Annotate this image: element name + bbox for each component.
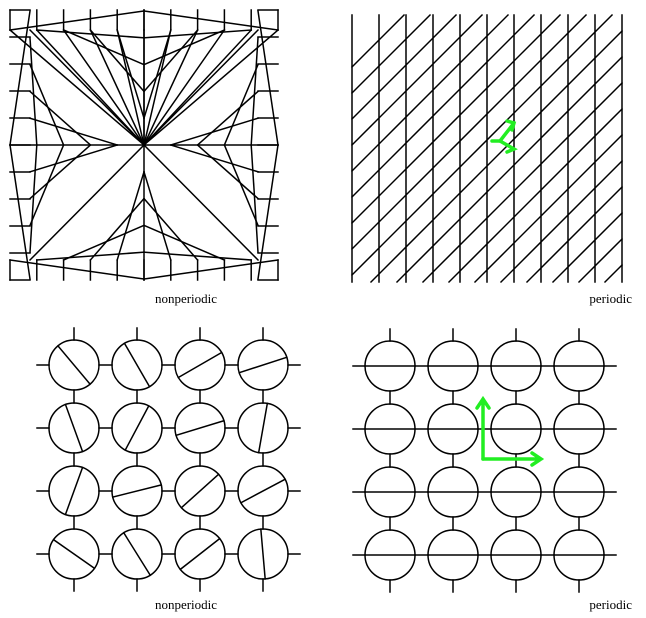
lattice-line [250,37,259,146]
orientation-line [179,537,221,571]
lattice-line [143,29,253,39]
orientation-line [56,344,92,386]
lattice-line [62,224,145,261]
orientation-line [239,478,287,504]
lattice-line [9,144,31,280]
lattice-line [35,251,145,261]
lattice-line [421,81,624,284]
lattice-line [142,197,199,262]
lattice-line [223,144,259,227]
lattice-line [350,13,562,225]
lattice-line [116,170,145,261]
lattice-line [143,170,172,261]
lattice-line [395,55,624,284]
nonperiodic-chevron-lattice [8,9,280,281]
orientation-line [124,404,150,452]
lattice-line [196,143,260,200]
orientation-line [257,402,269,454]
orientation-line [64,466,84,516]
lattice-line [143,29,172,120]
lattice-line [257,144,279,280]
lattice-line [350,13,406,69]
orientation-line [52,538,96,570]
lattice-line [257,10,279,146]
lattice-line [250,144,259,253]
lattice-line [142,28,226,147]
lattice-line [169,117,259,146]
lattice-line [29,144,38,253]
orientation-line [260,528,266,580]
lattice-line [116,29,145,120]
orientation-line [238,356,288,374]
lattice-line [350,13,614,277]
lattice-line [142,28,199,93]
lattice-line [447,107,624,284]
lattice-vector-arrow [481,451,545,467]
caption-top-right: periodic [589,291,632,306]
periodic-circle-lattice [352,328,617,593]
lattice-line [35,28,146,147]
lattice-line [143,10,279,31]
lattice-line [350,13,484,147]
lattice-line [142,28,280,147]
lattice-line [35,29,145,39]
orientation-line [180,473,220,509]
lattice-vector-arrow [498,119,517,143]
lattice-line [143,251,253,261]
lattice-line [142,28,253,147]
lattice-line [9,10,31,146]
lattice-line [29,117,119,146]
lattice-line [143,29,226,66]
lattice-line [473,133,624,284]
lattice-line [29,37,38,146]
lattice-line [143,29,199,146]
orientation-line [123,342,151,388]
lattice-line [350,13,432,95]
lattice-line [9,10,145,31]
orientation-line [122,531,152,577]
lattice-line [577,237,624,284]
lattice-line [350,13,588,251]
lattice-line [62,28,146,147]
lattice-line [525,185,624,284]
lattice-line [350,13,536,199]
lattice-line [89,29,145,146]
lattice-line [89,197,146,262]
lattice-line [28,90,92,147]
lattice-line [89,28,146,93]
lattice-line [29,144,65,227]
lattice-line [29,63,65,146]
lattice-line [369,29,624,284]
caption-bottom-left: nonperiodic [155,597,217,612]
caption-top-left: nonperiodic [155,291,217,306]
lattice-line [603,263,624,284]
lattice-line [62,29,145,66]
lattice-line [116,29,145,146]
lattice-line [350,13,458,121]
lattice-vector-arrow [490,139,518,154]
lattice-line [143,224,226,261]
lattice-line [29,144,119,173]
lattice-line [551,211,624,284]
periodic-sheared-lattice [350,13,624,284]
lattice-line [8,28,146,147]
lattice-line [143,259,279,280]
lattice-line [499,159,624,284]
lattice-line [350,13,510,173]
orientation-line [111,484,163,498]
orientation-line [177,351,223,379]
lattice-line [196,90,260,147]
lattice-line [169,144,259,173]
caption-bottom-right: periodic [589,597,632,612]
lattice-vector-arrow [475,395,491,461]
lattice-line [28,143,92,200]
lattice-line [223,63,259,146]
lattice-line [143,29,172,146]
lattice-line [9,259,145,280]
orientation-line [175,419,225,437]
nonperiodic-circle-lattice [36,327,301,592]
orientation-line [64,403,84,453]
